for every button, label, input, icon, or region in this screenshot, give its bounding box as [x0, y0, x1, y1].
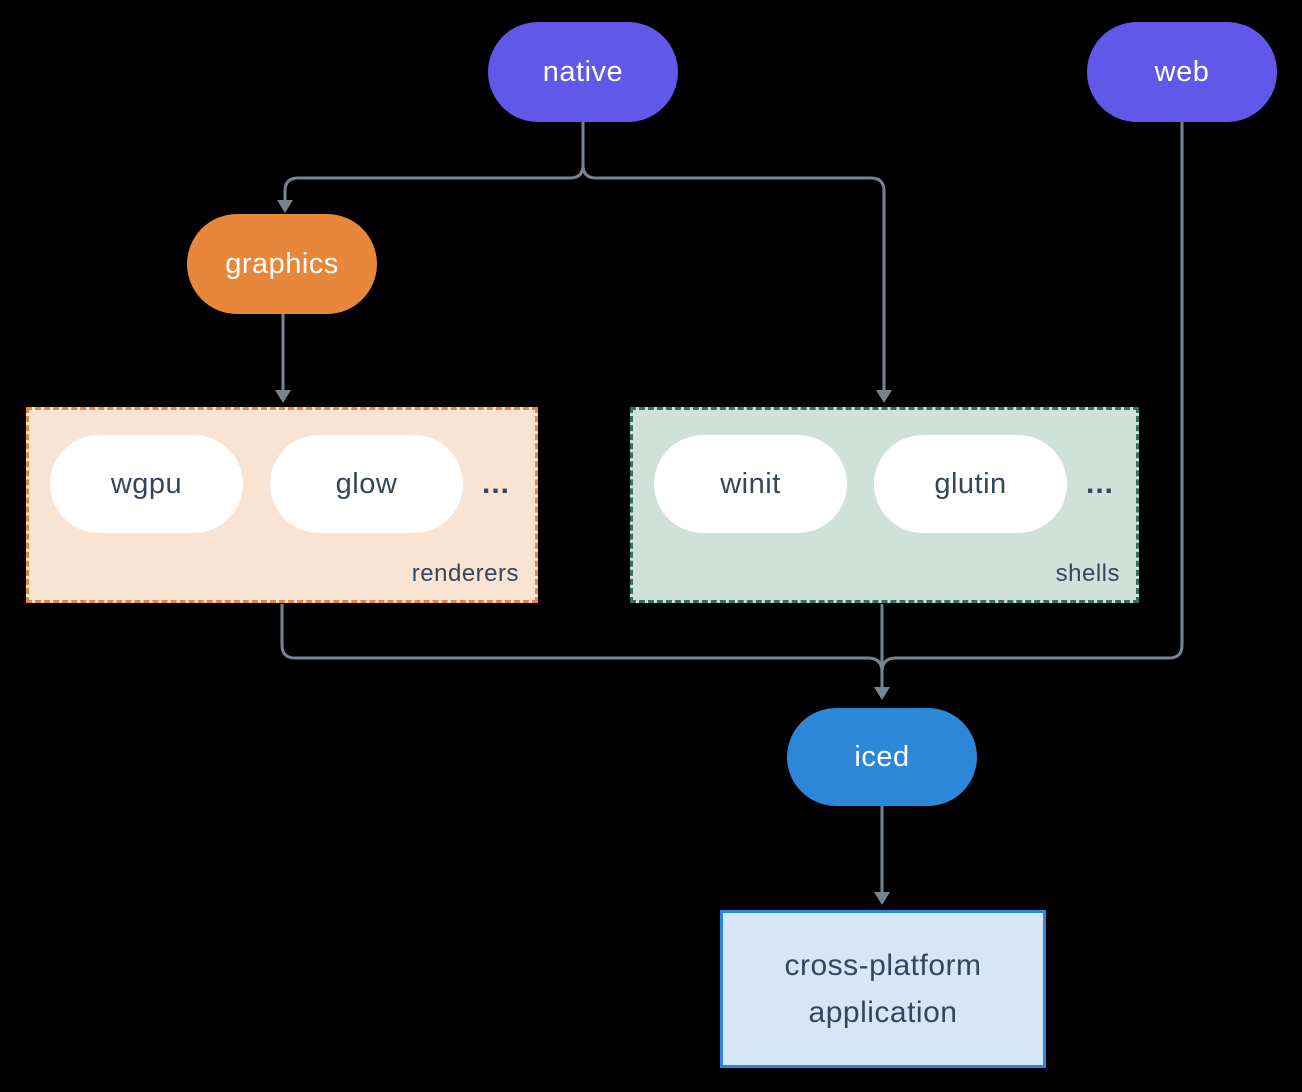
arrowhead-renderers	[275, 390, 291, 403]
edge-web-merge	[880, 122, 1184, 673]
arrowhead-iced	[874, 687, 890, 700]
node-graphics-label: graphics	[225, 247, 339, 280]
renderers-ellipsis: ...	[482, 467, 511, 500]
node-wgpu-label: wgpu	[110, 467, 183, 500]
arrowhead-application	[874, 892, 890, 905]
group-shells: winit glutin ... shells	[630, 407, 1139, 603]
arrowhead-graphics	[277, 200, 293, 213]
shells-group-label: shells	[1055, 560, 1120, 587]
node-winit: winit	[654, 435, 847, 533]
edge-renderers-merge	[280, 604, 884, 673]
node-glutin-label: glutin	[934, 467, 1007, 500]
edge-native-shells	[581, 122, 886, 391]
node-glow: glow	[270, 435, 463, 533]
node-web: web	[1087, 22, 1277, 122]
node-application: cross-platform application	[720, 910, 1046, 1068]
renderers-group-label: renderers	[411, 560, 519, 587]
node-glow-label: glow	[335, 467, 398, 500]
node-iced-label: iced	[854, 740, 910, 773]
shells-ellipsis: ...	[1086, 467, 1115, 500]
node-native-label: native	[542, 55, 624, 88]
node-glutin: glutin	[874, 435, 1067, 533]
node-native: native	[488, 22, 678, 122]
node-application-label: cross-platform application	[784, 949, 982, 1029]
node-winit-label: winit	[720, 467, 781, 500]
node-graphics: graphics	[187, 214, 377, 314]
node-web-label: web	[1154, 55, 1210, 88]
group-renderers: wgpu glow ... renderers	[26, 407, 538, 603]
arrowhead-shells	[876, 390, 892, 403]
node-wgpu: wgpu	[50, 435, 243, 533]
node-iced: iced	[787, 708, 977, 806]
edge-native-graphics	[283, 122, 585, 201]
